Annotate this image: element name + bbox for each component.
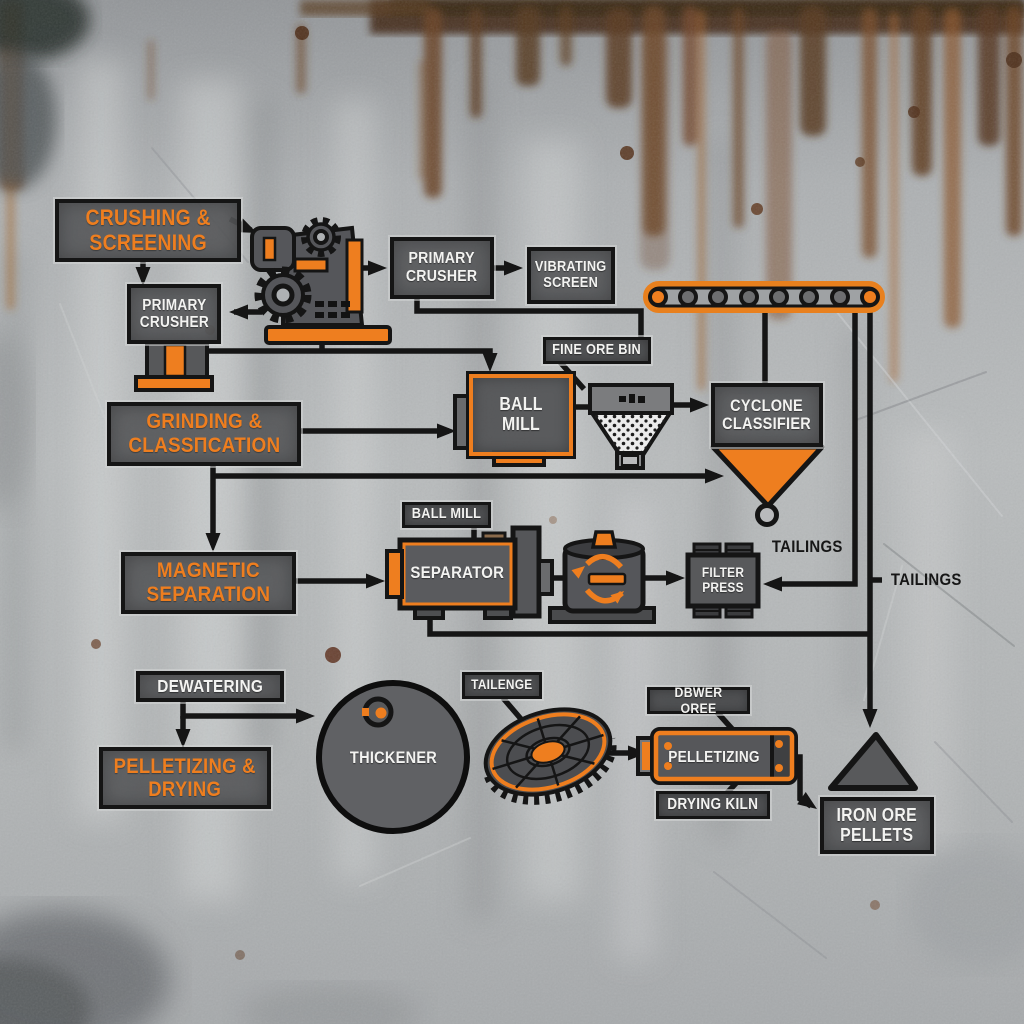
- thickener-tank-icon: [316, 680, 470, 834]
- node-label: PELLETIZING: [668, 749, 760, 767]
- node-dewatering: DEWATERING: [136, 671, 284, 702]
- node-label: BALL MILL: [411, 506, 482, 523]
- node-label: DRYING KILN: [667, 796, 759, 814]
- node-pelletizing: PELLETIZING: [658, 740, 770, 776]
- node-primary-crusher-2: PRIMARY CRUSHER: [390, 237, 494, 299]
- node-label: TAILINGS: [890, 569, 962, 589]
- node-ball-mill: BALL MILL: [469, 374, 573, 456]
- node-label: TAILENGE: [471, 677, 533, 693]
- node-label: IRON ORE PELLETS: [836, 804, 918, 845]
- node-label: TAILINGS: [771, 536, 843, 556]
- gear-icon: [301, 217, 341, 257]
- node-label: CYCLONE CLASSIFIER: [722, 396, 812, 433]
- node-separator: SEPARATOR: [400, 542, 514, 604]
- node-filter-press: FILTER PRESS: [688, 555, 758, 606]
- node-thickener: THICKENER: [321, 745, 465, 771]
- conveyor-icon: [643, 281, 885, 313]
- magnetic-drum-icon: [548, 530, 656, 624]
- cyclone-funnel-icon: [710, 444, 825, 527]
- node-label: VIBRATING SCREEN: [535, 258, 607, 291]
- node-label: SEPARATOR: [410, 562, 504, 582]
- ball-mill-machine-icon: [385, 525, 554, 620]
- node-label: DBWER OREE: [674, 684, 723, 716]
- gear-icon: [254, 266, 312, 324]
- crusher-machine-icon: [250, 217, 392, 345]
- node-label: BALL MILL: [499, 394, 543, 434]
- node-dbwer-oree-tag: DBWER OREE: [647, 684, 750, 716]
- node-label: CRUSHING & SCREENING: [85, 205, 211, 255]
- node-primary-crusher-1: PRIMARY CRUSHER: [127, 284, 221, 344]
- node-label: PRIMARY CRUSHER: [139, 296, 209, 331]
- node-label: FILTER PRESS: [701, 564, 745, 595]
- crusher-pedestal-icon: [134, 341, 214, 392]
- rotary-kiln-icon: [636, 727, 798, 785]
- node-ball-mill-tag: BALL MILL: [402, 502, 491, 528]
- node-cyclone-classifier: CYCLONE CLASSIFIER: [711, 383, 823, 447]
- node-fine-ore-bin: FINE ORE BIN: [543, 337, 651, 364]
- node-tailings-1: TAILINGS: [767, 536, 877, 558]
- arrowheads: [135, 218, 878, 809]
- node-label: THICKENER: [349, 748, 437, 767]
- disc-filter-icon: [483, 707, 617, 805]
- node-label: MAGNETIC SEPARATION: [146, 558, 271, 606]
- node-vibrating-screen: VIBRATING SCREEN: [527, 247, 615, 304]
- node-label: DEWATERING: [157, 675, 263, 696]
- stockpile-triangle-icon: [828, 732, 918, 791]
- node-pelletizing-drying: PELLETIZING & DRYING: [99, 747, 271, 809]
- filter-press-icon: [685, 542, 761, 619]
- node-label: PRIMARY CRUSHER: [406, 250, 478, 285]
- node-drying-kiln: DRYING KILN: [656, 791, 770, 819]
- node-label: PELLETIZING & DRYING: [113, 754, 257, 801]
- node-tailings-2: TAILINGS: [886, 569, 996, 591]
- node-label: FINE ORE BIN: [552, 341, 642, 358]
- ore-hopper-icon: [588, 383, 674, 470]
- node-label: GRINDING & CLASSΠCATION: [127, 409, 281, 457]
- node-tailenge-tag: TAILENGE: [462, 672, 542, 699]
- node-crushing-screening: CRUSHING & SCREENING: [55, 199, 241, 262]
- node-grinding-classification: GRINDING & CLASSΠCATION: [107, 402, 301, 466]
- node-iron-ore-pellets: IRON ORE PELLETS: [820, 797, 934, 854]
- node-magnetic-separation: MAGNETIC SEPARATION: [121, 552, 296, 614]
